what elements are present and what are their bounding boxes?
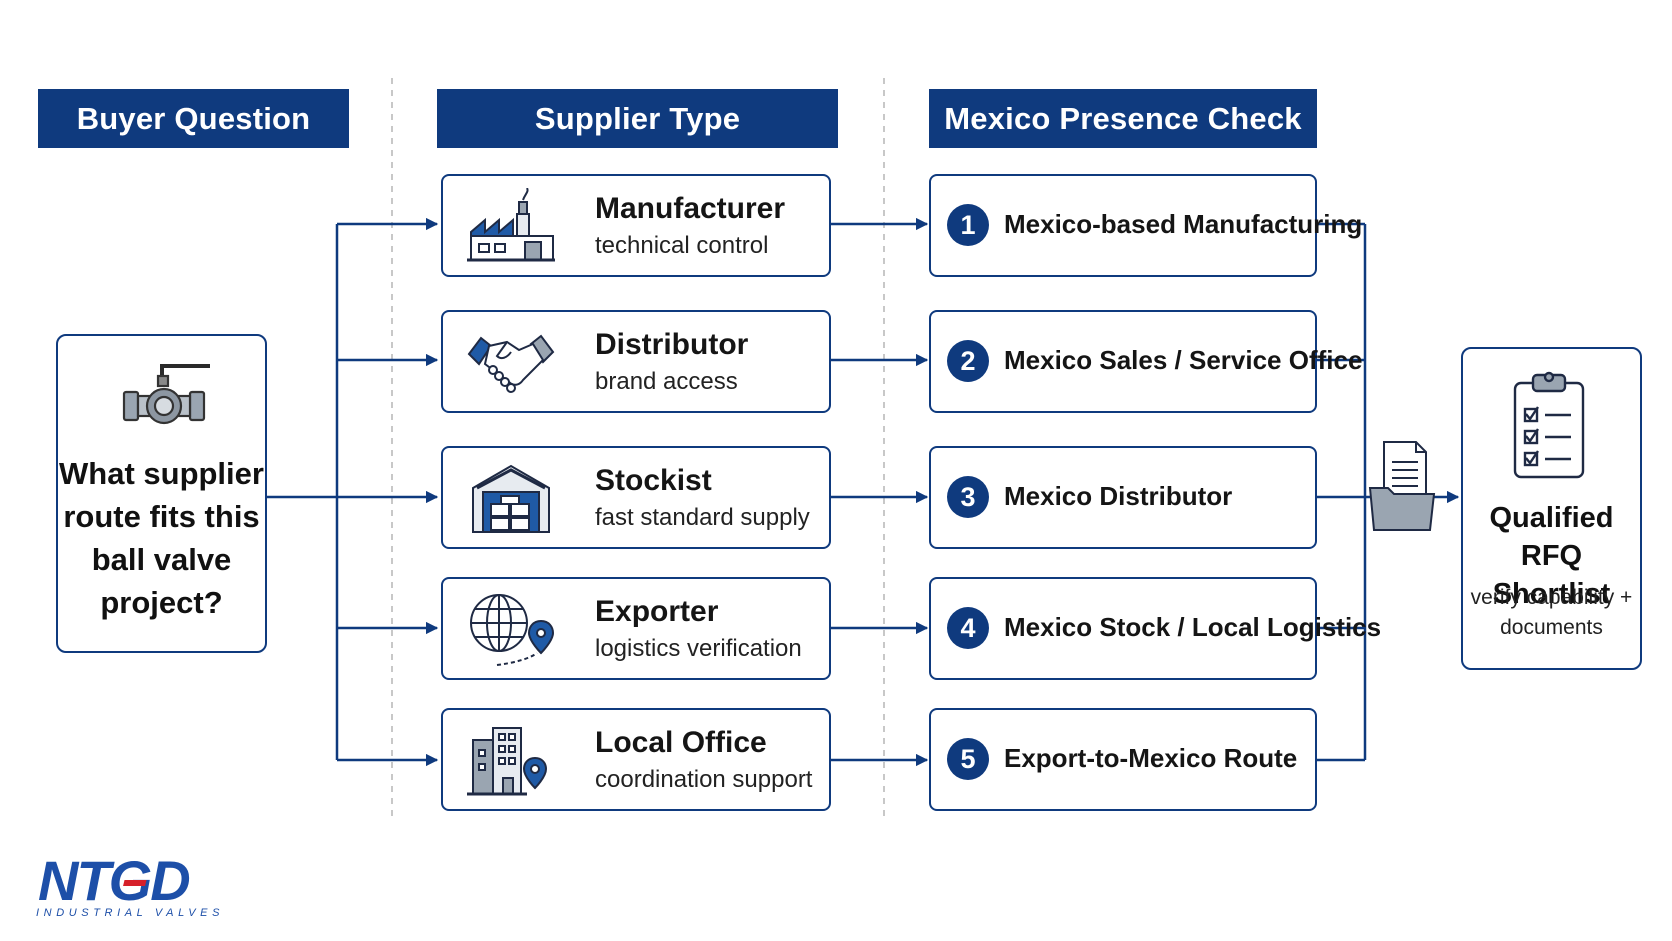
supplier-subtitle: technical control bbox=[595, 232, 769, 259]
supplier-card-stockist: Stockist fast standard supply bbox=[441, 446, 831, 549]
result-title-line-1: Qualified RFQ bbox=[1489, 502, 1614, 572]
header-buyer-question: Buyer Question bbox=[38, 89, 349, 148]
check-number-badge: 3 bbox=[947, 476, 989, 518]
result-sub-line-2: documents bbox=[1500, 616, 1603, 639]
supplier-title: Local Office bbox=[595, 726, 767, 759]
handshake-icon bbox=[467, 334, 555, 393]
supplier-subtitle: logistics verification bbox=[595, 635, 802, 662]
question-line-3: ball valve bbox=[91, 542, 232, 577]
header-supplier-type: Supplier Type bbox=[437, 89, 838, 148]
check-number-badge: 2 bbox=[947, 340, 989, 382]
logo-brand: NTGD bbox=[38, 850, 189, 912]
supplier-card-exporter: Exporter logistics verification bbox=[441, 577, 831, 680]
logo-tagline: INDUSTRIAL VALVES bbox=[36, 907, 224, 919]
supplier-card-manufacturer: Manufacturer technical control bbox=[441, 174, 831, 277]
factory-icon bbox=[467, 188, 555, 262]
check-card-4: 4 Mexico Stock / Local Logistics bbox=[929, 577, 1381, 680]
check-card-5: 5 Export-to-Mexico Route bbox=[929, 708, 1317, 811]
check-label: Mexico-based Manufacturing bbox=[1004, 209, 1363, 239]
question-line-4: project? bbox=[100, 585, 223, 620]
supplier-subtitle: coordination support bbox=[595, 766, 813, 793]
supplier-title: Manufacturer bbox=[595, 192, 786, 225]
office-building-pin-icon bbox=[467, 727, 548, 796]
result-title-line-2: Shortlist bbox=[1492, 578, 1611, 610]
supplier-title: Exporter bbox=[595, 595, 719, 628]
question-line-2: route fits this bbox=[63, 499, 260, 534]
check-label: Mexico Sales / Service Office bbox=[1004, 345, 1363, 375]
ball-valve-icon bbox=[122, 364, 210, 425]
check-number-badge: 5 bbox=[947, 738, 989, 780]
check-card-2: 2 Mexico Sales / Service Office bbox=[929, 310, 1362, 413]
warehouse-icon bbox=[472, 464, 550, 533]
check-card-1: 1 Mexico-based Manufacturing bbox=[929, 174, 1362, 277]
supplier-subtitle: fast standard supply bbox=[595, 504, 810, 531]
header-mexico-presence-check: Mexico Presence Check bbox=[929, 89, 1317, 148]
globe-pin-icon bbox=[470, 594, 555, 666]
result-sub-line-1: verify capability + bbox=[1470, 586, 1633, 609]
clipboard-checklist-icon bbox=[1513, 371, 1585, 479]
question-line-1: What supplier bbox=[59, 456, 264, 491]
ntgd-logo: NTGD INDUSTRIAL VALVES bbox=[36, 850, 224, 919]
supplier-title: Stockist bbox=[595, 464, 712, 497]
check-label: Mexico Stock / Local Logistics bbox=[1004, 612, 1382, 642]
supplier-subtitle: brand access bbox=[595, 368, 738, 395]
supplier-card-local-office: Local Office coordination support bbox=[441, 708, 831, 811]
document-folder-icon bbox=[1368, 441, 1436, 531]
check-number-badge: 1 bbox=[947, 204, 989, 246]
supplier-title: Distributor bbox=[595, 328, 749, 361]
check-number-badge: 4 bbox=[947, 607, 989, 649]
supplier-card-distributor: Distributor brand access bbox=[441, 310, 831, 413]
check-label: Mexico Distributor bbox=[1004, 481, 1233, 511]
result-card: Qualified RFQ Shortlist verify capabilit… bbox=[1461, 347, 1642, 670]
check-label: Export-to-Mexico Route bbox=[1004, 743, 1298, 773]
check-card-3: 3 Mexico Distributor bbox=[929, 446, 1317, 549]
buyer-question-card: What supplier route fits this ball valve… bbox=[56, 334, 267, 653]
